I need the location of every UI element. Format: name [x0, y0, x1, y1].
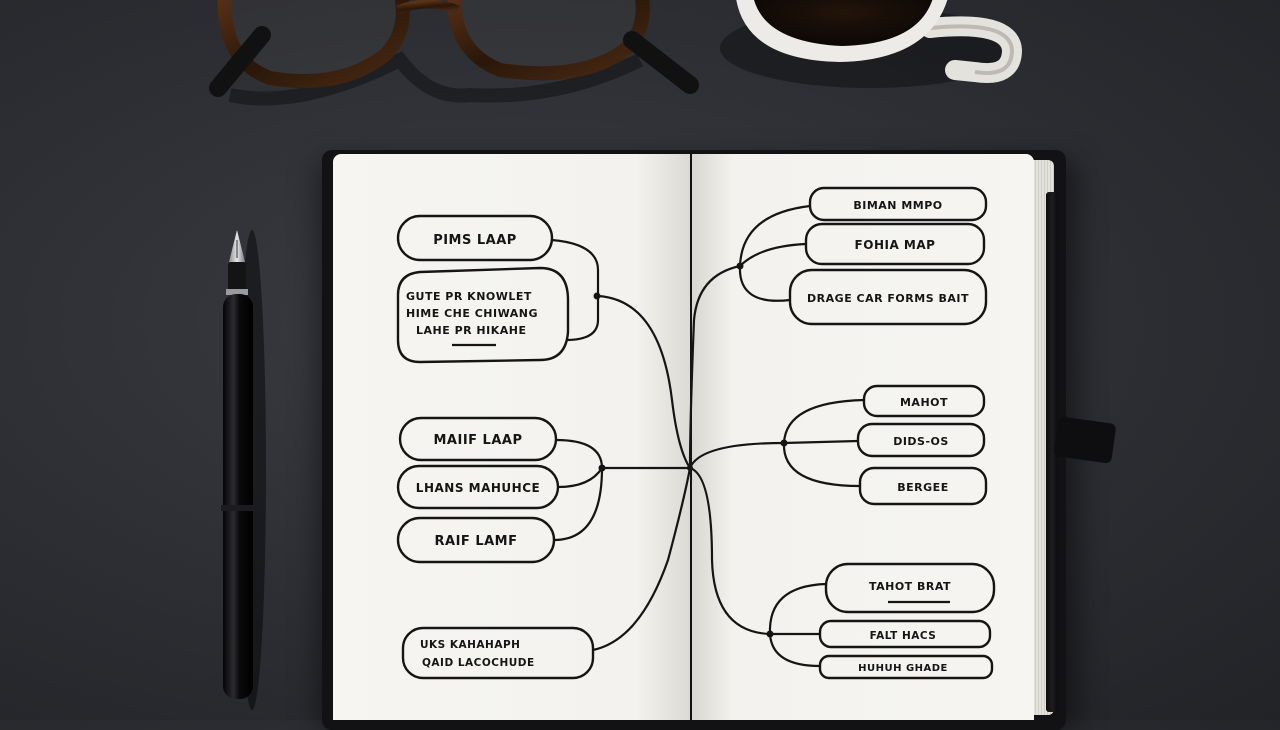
link-right-5	[783, 439, 859, 445]
left-node-3-label: MAIIF LAAP	[433, 433, 522, 448]
right-node-7-label: TAHOT BRAT	[869, 580, 951, 593]
right-node-4	[862, 384, 986, 418]
link-right-6	[782, 442, 861, 488]
right-node-8-label: FALT HACS	[870, 630, 937, 642]
link-left-2	[565, 296, 600, 342]
right-node-3-label: DRAGE CAR FORMS BAIT	[807, 292, 969, 305]
link-right-1	[738, 204, 811, 267]
right-node-5-label: DIDS-OS	[893, 435, 949, 448]
link-left-trunk-top	[597, 294, 691, 469]
right-node-4-label: MAHOT	[900, 396, 948, 409]
right-node-2-label: FOHIA MAP	[855, 238, 936, 252]
link-right-7	[768, 582, 827, 635]
link-right-2	[739, 242, 807, 267]
right-node-2	[804, 222, 986, 266]
left-node-2-line-2: HIME CHE CHIWANG	[406, 307, 538, 320]
link-right-3	[738, 265, 791, 302]
link-right-9	[768, 633, 821, 668]
right-page	[692, 154, 1034, 720]
left-node-1	[396, 214, 554, 262]
right-node-1-label: BIMAN MMPO	[853, 199, 942, 212]
left-node-6-line-1: UKS KAHAHAPH	[420, 639, 520, 651]
link-right-trunk-bottom	[689, 466, 771, 636]
left-node-1-label: PIMS LAAP	[433, 233, 517, 248]
left-node-2	[396, 266, 570, 364]
left-node-6-line-2: QAID LACOCHUDE	[422, 657, 535, 669]
left-node-2-line-1: GUTE PR KNOWLET	[406, 290, 532, 303]
right-node-8	[818, 619, 992, 649]
link-left-6	[592, 467, 692, 652]
right-node-6-label: BERGEE	[897, 481, 948, 494]
right-node-1	[808, 186, 988, 222]
link-left-5	[553, 467, 604, 542]
right-node-5	[856, 422, 986, 458]
right-node-7	[824, 562, 996, 614]
right-node-3	[788, 268, 988, 326]
link-left-1	[551, 238, 600, 296]
link-right-4	[782, 398, 865, 444]
left-node-6	[401, 626, 595, 680]
link-right-trunk-mid	[688, 441, 785, 469]
link-left-4	[557, 467, 603, 489]
link-left-3	[555, 438, 604, 469]
left-node-4-label: LHANS MAHUHCE	[416, 481, 540, 495]
link-right-trunk-top	[688, 264, 741, 469]
left-node-2-line-3: LAHE PR HIKAHE	[416, 324, 527, 337]
left-page	[333, 154, 690, 720]
right-node-6	[858, 466, 988, 506]
elastic-band	[1046, 192, 1058, 712]
right-node-9-label: HUHUH GHADE	[858, 663, 948, 674]
right-node-9	[818, 654, 994, 680]
left-node-5-label: RAIF LAMF	[435, 534, 518, 549]
